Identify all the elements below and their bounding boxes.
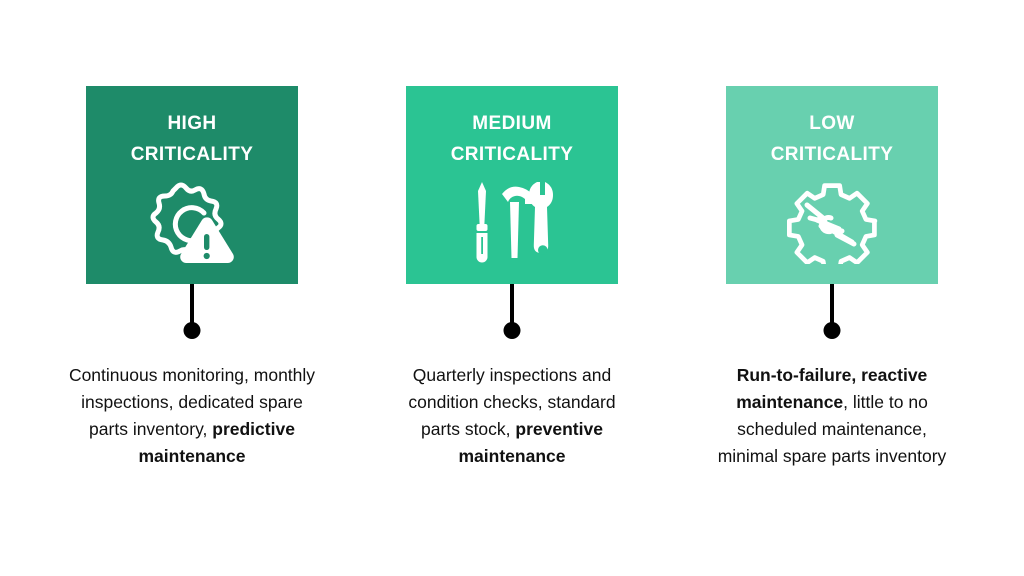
connector-stem — [190, 284, 194, 332]
tools-icon — [464, 178, 560, 266]
panel-high: HIGH CRITICALITY — [86, 86, 298, 284]
panel-medium: MEDIUM CRITICALITY — [406, 86, 618, 284]
panel-title-high: HIGH CRITICALITY — [130, 113, 254, 165]
criticality-column-high: HIGH CRITICALITY Con — [32, 86, 352, 470]
caption-high: Continuous monitoring, monthly inspectio… — [68, 362, 316, 470]
criticality-column-low: LOW CRITICALITY Run-to-failur — [672, 86, 992, 470]
caption-text-normal-prefix: Continuous monitoring, monthly inspectio… — [68, 365, 316, 439]
caption-text-normal-suffix: , little to no scheduled maintenance, mi… — [717, 392, 947, 466]
gear-lightning-icon — [784, 178, 880, 266]
connector-dot — [503, 322, 521, 339]
panel-title-low: LOW CRITICALITY — [770, 113, 894, 165]
connector-dot — [823, 322, 841, 339]
connector-stem — [830, 284, 834, 332]
connector-low — [822, 284, 842, 346]
criticality-column-medium: MEDIUM CRITICALITY — [352, 86, 672, 470]
connector-dot — [183, 322, 201, 339]
caption-text-bold: preventive maintenance — [458, 419, 603, 466]
caption-low: Run-to-failure, reactive maintenance, li… — [708, 362, 956, 470]
gear-warning-icon — [144, 178, 240, 266]
caption-text-bold: Run-to-failure, reactive maintenance — [736, 365, 928, 412]
caption-medium: Quarterly inspections and condition chec… — [388, 362, 636, 470]
caption-text-bold: predictive maintenance — [138, 419, 295, 466]
criticality-columns: HIGH CRITICALITY Con — [0, 86, 1024, 470]
panel-title-medium: MEDIUM CRITICALITY — [450, 113, 574, 165]
panel-low: LOW CRITICALITY — [726, 86, 938, 284]
connector-stem — [510, 284, 514, 332]
connector-medium — [502, 284, 522, 346]
caption-text-normal-prefix: Quarterly inspections and condition chec… — [408, 365, 616, 439]
connector-high — [182, 284, 202, 346]
